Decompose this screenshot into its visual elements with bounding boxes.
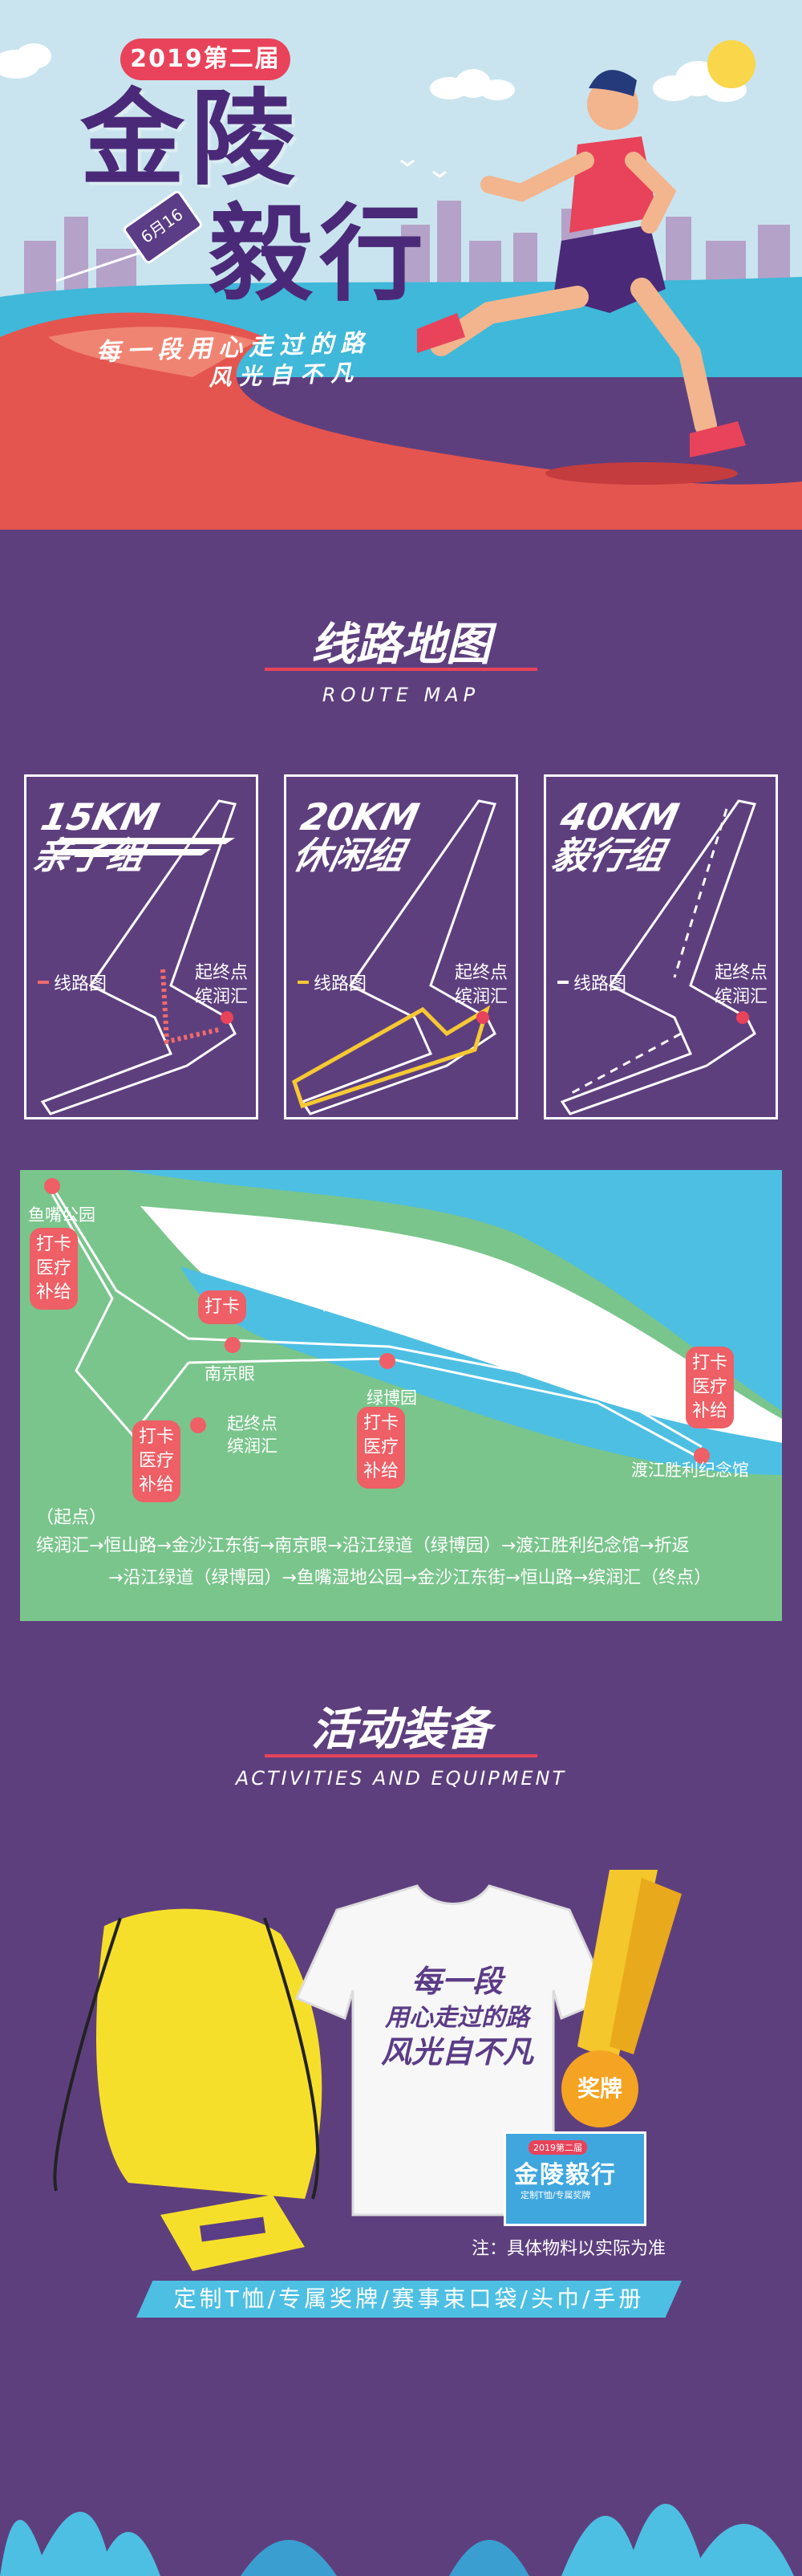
shirt-print: 每一段用心走过的路风光自不凡 (380, 1963, 533, 2070)
equipment-title-underline (265, 1754, 537, 1757)
route-text-line2: 缤润汇→恒山路→金沙江东街→南京眼→沿江绿道（绿博园）→渡江胜利纪念馆→折返 (36, 1536, 690, 1556)
medal: 奖牌 (561, 2050, 638, 2127)
label-changjiang: 长江 (341, 1228, 375, 1247)
foliage-decoration (0, 2504, 794, 2576)
slogan-line2: 风光自不凡 (208, 359, 362, 392)
brochure-subtitle: 定制T恤/专属奖牌 (520, 2190, 591, 2200)
start-end-label: 起终点缤润汇 (715, 963, 768, 1007)
label-lvboyuan: 绿博园 (367, 1388, 417, 1408)
checkpoint-pin: 打卡 (198, 1290, 247, 1324)
equipment-section-title: 活动装备 (311, 1704, 491, 1756)
route-diagram-40km (560, 799, 756, 1115)
brochure-badge: 2019第二届 (529, 2140, 587, 2155)
runner-illustration (417, 70, 746, 485)
equipment-illustration (53, 1870, 682, 2271)
equipment-note: 注：具体物料以实际为准 (472, 2239, 666, 2259)
brochure-title: 金陵毅行 (514, 2161, 617, 2189)
equipment-section-subtitle: ACTIVITIES AND EQUIPMENT (235, 1767, 567, 1790)
service-pin-yuzui: 打卡医疗补给 (30, 1228, 79, 1310)
brochure-card: 2019第二届 金陵毅行 定制T恤/专属奖牌 (504, 2131, 646, 2226)
label-yuzui: 鱼嘴公园 (28, 1205, 95, 1225)
service-pin-lvboyuan: 打卡医疗补给 (357, 1407, 406, 1489)
route-section-subtitle: ROUTE MAP (322, 684, 480, 706)
start-end-label: 起终点缤润汇 (455, 963, 508, 1007)
route-text-line3: →沿江绿道（绿博园）→鱼嘴湿地公园→金沙江东街→恒山路→缤润汇（终点） (108, 1568, 712, 1588)
route-section-title: 线路地图 (311, 619, 491, 671)
service-pin-start: 打卡医疗补给 (132, 1420, 181, 1502)
route-map: 鱼嘴公园 打卡医疗补给 长江 ·江心洲· 打卡 南京眼 绿博园 起终点缤润汇 打… (20, 1170, 782, 1621)
label-jiangxinzhou: ·江心洲· (317, 1295, 379, 1314)
hero-illustration (0, 0, 802, 530)
route-diagram-20km (291, 799, 496, 1115)
label-start-end: 起终点缤润汇 (227, 1414, 277, 1456)
start-end-label: 起终点缤润汇 (195, 963, 249, 1007)
map-illustration (44, 1170, 782, 1475)
route-diagram-15km (40, 799, 237, 1115)
label-dujiang: 渡江胜利纪念馆 (631, 1461, 749, 1480)
hero-title-line2: 毅行 (209, 193, 431, 315)
route-title-underline (265, 668, 537, 671)
service-pin-dujiang: 打卡医疗补给 (686, 1347, 735, 1428)
route-legend: 线路图 (38, 969, 107, 995)
edition-badge: 2019第二届 (120, 39, 290, 80)
hero-banner: 2019第二届 金陵 毅行 6月16 每一段用心走过的路 风光自不凡 (0, 0, 802, 530)
hero-title-line1: 金陵 (80, 77, 302, 200)
equipment-banner: 定制T恤/专属奖牌/赛事束口袋/头巾/手册 (136, 2281, 682, 2318)
route-legend: 线路图 (298, 969, 367, 995)
route-text-start: （起点） (36, 1508, 107, 1528)
label-nanjingyan: 南京眼 (205, 1364, 255, 1383)
route-legend: 线路图 (557, 969, 626, 995)
